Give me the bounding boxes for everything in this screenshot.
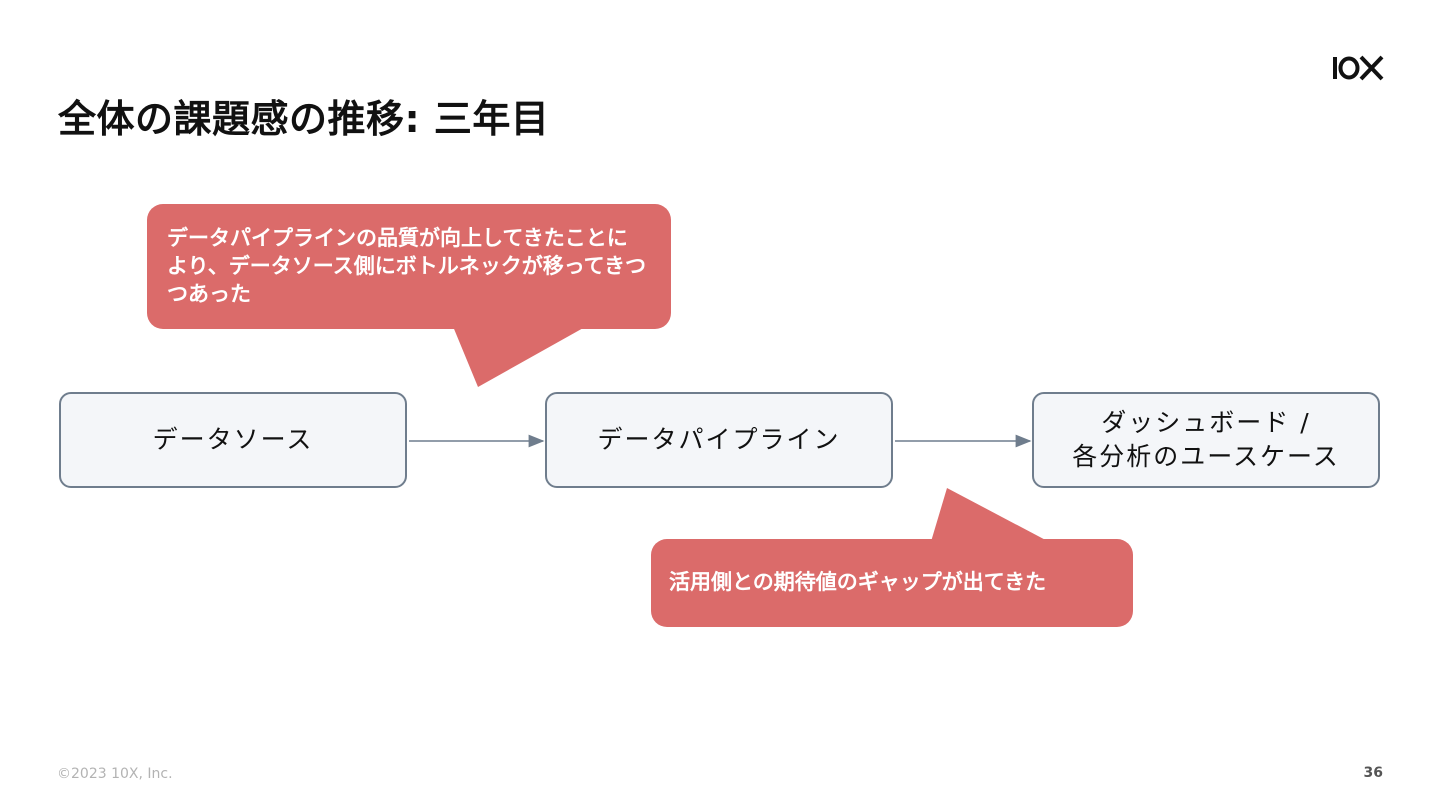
callout-2-tail [930, 488, 1055, 545]
callout-expectation-gap: 活用側との期待値のギャップが出てきた [651, 539, 1133, 627]
callout-1-tail [452, 324, 585, 387]
callout-text-line-1: データパイプラインの品質が向上してきたことに [167, 226, 628, 250]
node-label: データソース [152, 425, 314, 454]
node-label: データパイプライン [597, 425, 841, 454]
node-label-line-2: 各分析のユースケース [1072, 442, 1340, 471]
callout-text-line-2: より、データソース側にボトルネックが移ってきつ [167, 254, 647, 278]
page-title: 全体の課題感の推移: 三年目 [58, 97, 550, 141]
10x-logo [1333, 55, 1384, 81]
node-dashboard-use-cases: ダッシュボード / 各分析のユースケース [1032, 392, 1380, 488]
page-number: 36 [1363, 765, 1383, 781]
callout-bottleneck-shift: データパイプラインの品質が向上してきたことに より、データソース側にボトルネック… [147, 204, 671, 329]
callout-text-line-1: 活用側との期待値のギャップが出てきた [669, 570, 1047, 594]
node-data-pipeline: データパイプライン [545, 392, 893, 488]
callout-text-line-3: つあった [167, 282, 251, 306]
node-data-source: データソース [59, 392, 407, 488]
node-label-line-1: ダッシュボード / [1101, 408, 1311, 437]
footer-copyright: ©2023 10X, Inc. [57, 766, 173, 782]
